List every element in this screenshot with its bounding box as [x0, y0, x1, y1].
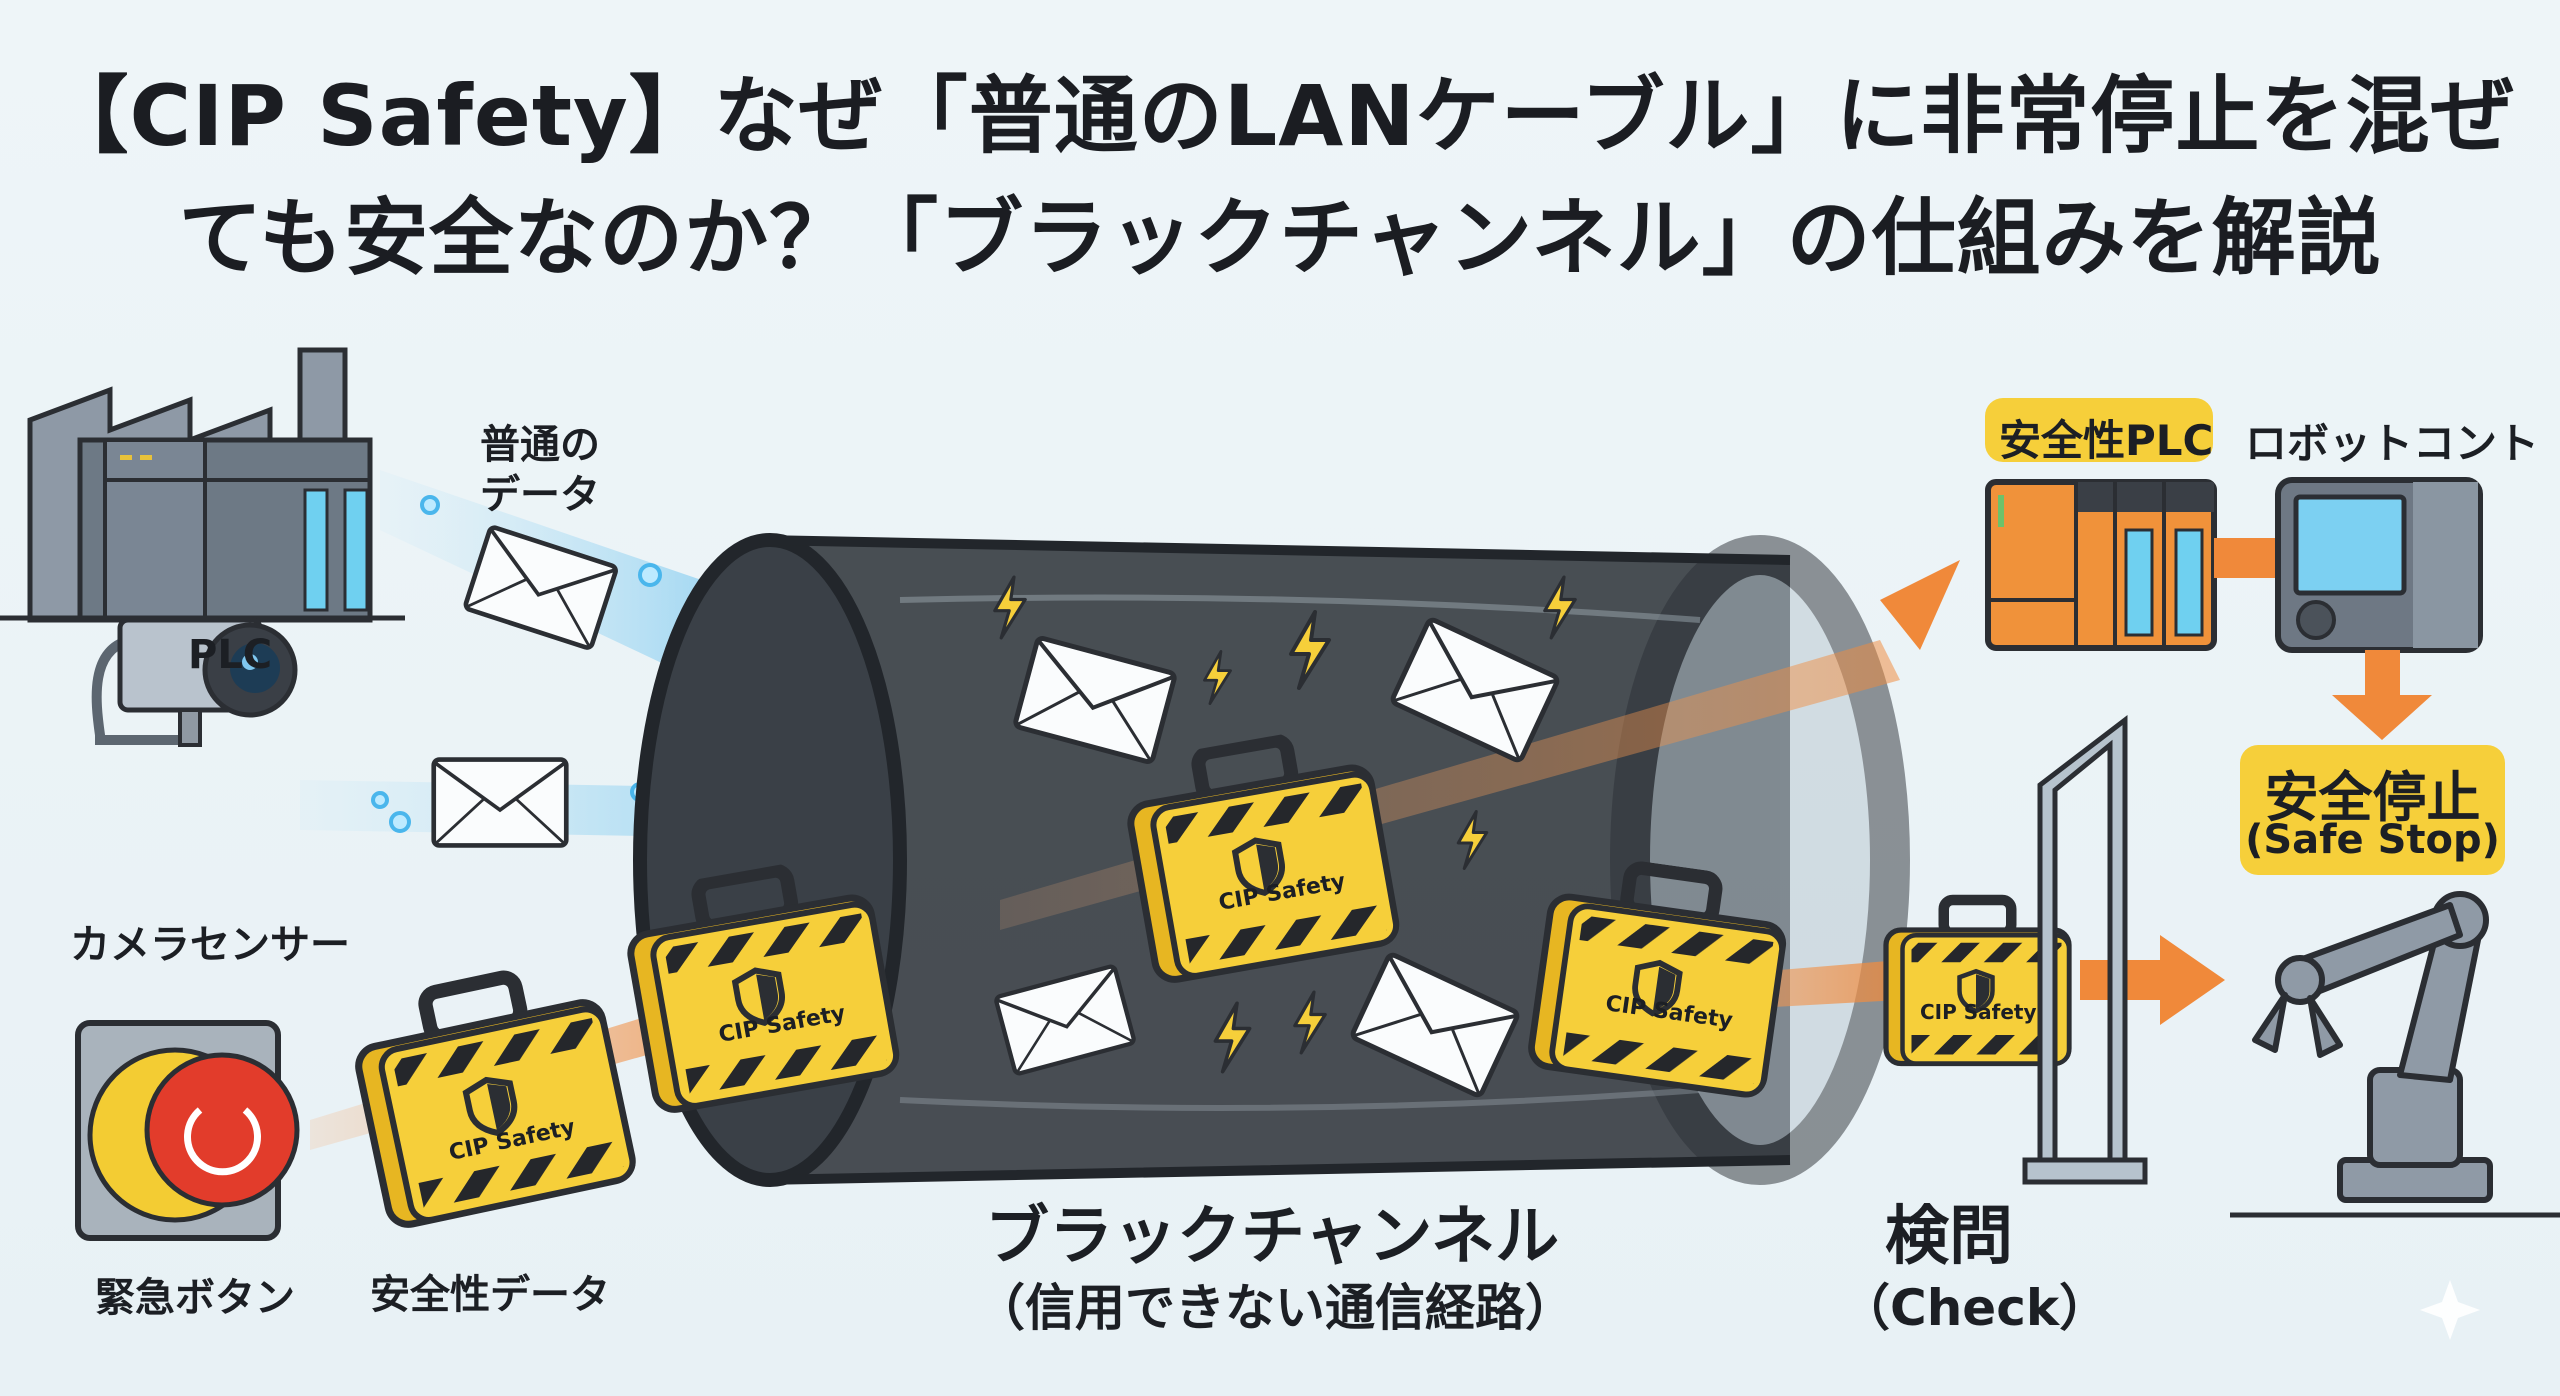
briefcase-label: CIP Safety: [1920, 1000, 2037, 1024]
check-gate-icon: [2022, 714, 2148, 1185]
normal-data-label-1: 普通の: [480, 422, 600, 468]
robot-controller-label: ロボットコント: [2245, 419, 2540, 468]
title-line-1: 【CIP Safety】なぜ「普通のLANケーブル」に非常停止を混ぜ: [44, 67, 2516, 165]
safety-plc-icon: [1985, 479, 2217, 651]
safe-stop-badge: 安全停止 (Safe Stop): [2240, 745, 2505, 875]
safety-plc-label: 安全性PLC: [1999, 416, 2214, 465]
safety-data-label: 安全性データ: [370, 1272, 610, 1318]
cip-safety-briefcase-icon: [346, 959, 635, 1228]
check-sublabel: （Check）: [1840, 1279, 2110, 1337]
emergency-stop-button-icon: [75, 1020, 300, 1241]
envelope-icon: [434, 760, 567, 846]
check-label: 検問: [1885, 1200, 2013, 1274]
page-title: 【CIP Safety】なぜ「普通のLANケーブル」に非常停止を混ぜ ても安全な…: [0, 55, 2560, 299]
normal-data-label-2: データ: [480, 472, 600, 518]
black-channel-label: ブラックチャンネル: [985, 1200, 1560, 1274]
camera-sensor-icon: [91, 617, 298, 747]
safe-stop-label: 安全停止: [2264, 766, 2481, 829]
sparkle-icon: [2420, 1280, 2480, 1340]
safe-stop-sublabel: (Safe Stop): [2245, 817, 2500, 863]
plc-to-controller-arrow: [2214, 538, 2276, 578]
plc-label: PLC: [188, 632, 273, 678]
orange-arrowhead: [1880, 560, 1960, 650]
orange-arrow-to-robot: [2080, 935, 2225, 1025]
emergency-button-label: 緊急ボタン: [95, 1275, 295, 1321]
black-channel-sublabel: （信用できない通信経路）: [975, 1279, 1575, 1337]
robot-arm-icon: [2252, 891, 2493, 1203]
title-line-2: ても安全なのか？「ブラックチャンネル」の仕組みを解説: [178, 189, 2382, 287]
down-arrow: [2332, 650, 2432, 740]
robot-controller-icon: [2275, 477, 2483, 653]
safety-plc-badge: 安全性PLC: [1985, 398, 2213, 465]
camera-sensor-label: カメラセンサー: [70, 922, 350, 968]
plc-factory-icon: [0, 347, 405, 623]
